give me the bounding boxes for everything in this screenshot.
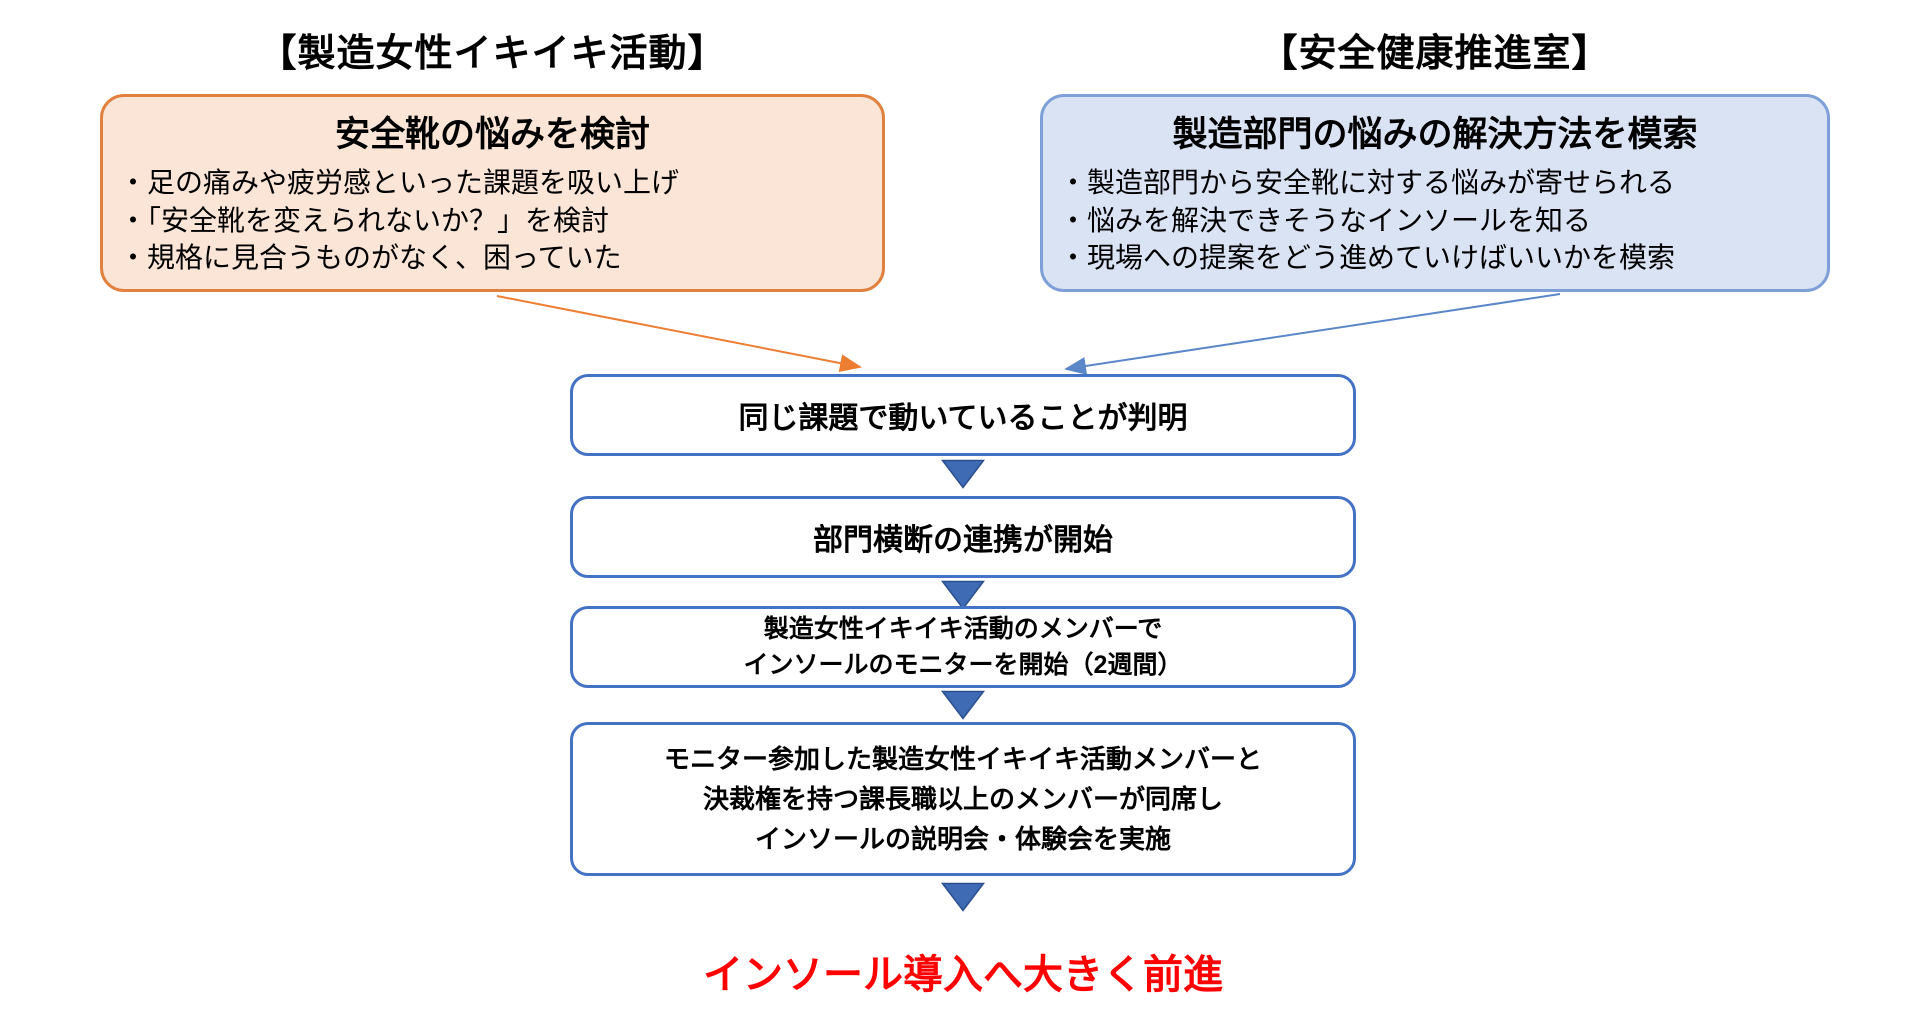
flow-step-1: 同じ課題で動いていることが判明 [570,374,1356,456]
flow-arrow-down-icon [941,580,985,610]
flow-step-line: モニター参加した製造女性イキイキ活動メンバーと [663,743,1262,774]
right-box-bullets: ・製造部門から安全靴に対する悩みが寄せられる ・悩みを解決できそうなインソールを… [1059,164,1827,277]
left-track-box: 安全靴の悩みを検討 ・足の痛みや疲労感といった課題を吸い上げ ・「安全靴を変えら… [100,94,885,292]
left-box-title: 安全靴の悩みを検討 [334,115,650,154]
left-track-heading: 【製造女性イキイキ活動】 [258,33,727,75]
bullet-line: ・現場への提案をどう進めていけばいいかを模索 [1059,242,1676,274]
bullet-line: ・「安全靴を変えられないか？」を検討 [119,204,610,236]
flow-step-line: 部門横断の連携が開始 [813,524,1113,557]
result-text: インソール導入へ大きく前進 [703,953,1223,997]
right-box-title: 製造部門の悩みの解決方法を模索 [1172,115,1698,154]
right-arrow-connector [1064,293,1561,375]
flow-step-4: モニター参加した製造女性イキイキ活動メンバーと 決裁権を持つ課長職以上のメンバー… [570,722,1356,876]
right-track-box: 製造部門の悩みの解決方法を模索 ・製造部門から安全靴に対する悩みが寄せられる ・… [1040,94,1830,292]
left-arrow-connector [496,295,862,372]
left-box-bullets: ・足の痛みや疲労感といった課題を吸い上げ ・「安全靴を変えられないか？」を検討 … [119,164,882,277]
flow-arrow-down-icon [941,882,985,912]
flow-step-3: 製造女性イキイキ活動のメンバーで インソールのモニターを開始（2週間） [570,606,1356,688]
bullet-line: ・規格に見合うものがなく、困っていた [119,242,622,274]
bullet-line: ・製造部門から安全靴に対する悩みが寄せられる [1059,167,1676,198]
flow-step-line: インソールの説明会・体験会を実施 [754,824,1171,855]
flow-step-line: 同じ課題で動いていることが判明 [738,402,1188,435]
bullet-line: ・悩みを解決できそうなインソールを知る [1059,204,1592,236]
flow-step-line: 製造女性イキイキ活動のメンバーで [763,614,1163,643]
flow-arrow-down-icon [941,690,985,720]
flow-step-2: 部門横断の連携が開始 [570,496,1356,578]
bullet-line: ・足の痛みや疲労感といった課題を吸い上げ [119,167,680,198]
flow-step-line: インソールのモニターを開始（2週間） [743,651,1183,679]
flow-arrow-down-icon [941,459,985,489]
right-track-heading: 【安全健康推進室】 [1259,33,1611,75]
flow-step-line: 決裁権を持つ課長職以上のメンバーが同席し [702,783,1223,814]
